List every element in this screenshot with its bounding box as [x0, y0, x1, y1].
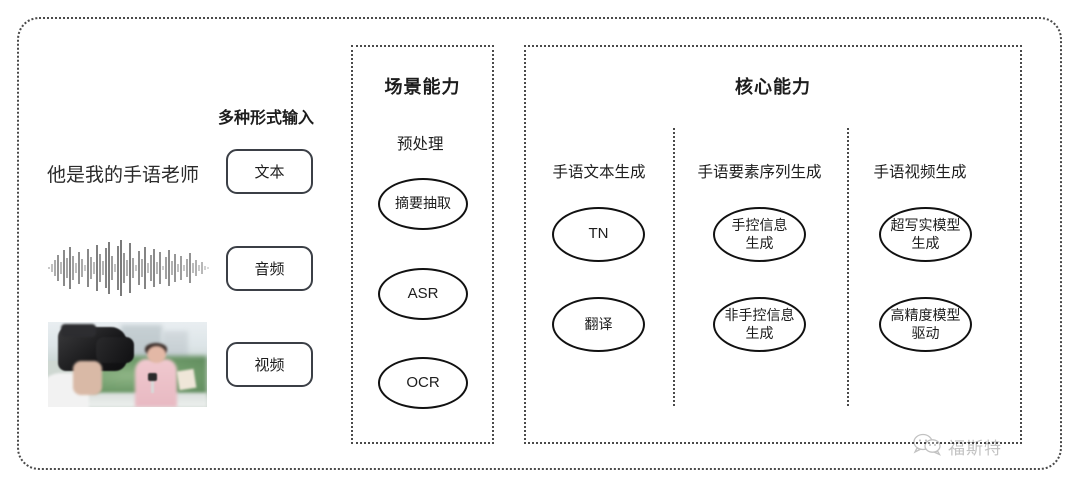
input-chip-audio[interactable]: 音频 [226, 246, 313, 291]
waveform-icon [48, 238, 210, 298]
core-node-high-precision-model-driving[interactable]: 高精度模型 驱动 [879, 297, 972, 352]
video-thumbnail-icon [48, 322, 207, 407]
core-node-non-manual-info-generation[interactable]: 非手控信息 生成 [713, 297, 806, 352]
scene-node-asr[interactable]: ASR [378, 268, 468, 320]
input-panel-title: 多种形式输入 [218, 110, 315, 127]
scene-node-ocr[interactable]: OCR [378, 357, 468, 409]
watermark-text: 福斯特 [948, 439, 1002, 458]
core-node-high-precision-model-driving-label: 高精度模型 驱动 [890, 307, 961, 341]
core-node-translation[interactable]: 翻译 [552, 297, 645, 352]
watermark: 福斯特 [912, 432, 1002, 461]
outer-frame [17, 17, 1062, 470]
core-column-header-element-sequence: 手语要素序列生成 [697, 164, 822, 181]
input-chip-video-label: 视频 [254, 357, 285, 374]
core-column-header-text-generation: 手语文本生成 [552, 164, 646, 181]
core-capability-title: 核心能力 [735, 77, 811, 97]
scene-node-ocr-label: OCR [406, 373, 440, 391]
scene-node-summary-extraction[interactable]: 摘要抽取 [378, 178, 468, 230]
core-capability-section: 核心能力 [524, 45, 1022, 444]
scene-group-label: 预处理 [397, 136, 444, 153]
core-node-tn[interactable]: TN [552, 207, 645, 262]
scene-node-summary-extraction-label: 摘要抽取 [395, 195, 451, 212]
input-chip-video[interactable]: 视频 [226, 342, 313, 387]
input-sample-sentence: 他是我的手语老师 [47, 165, 200, 186]
core-node-photorealistic-model-generation[interactable]: 超写实模型 生成 [879, 207, 972, 262]
core-node-manual-info-generation[interactable]: 手控信息 生成 [713, 207, 806, 262]
input-chip-text[interactable]: 文本 [226, 149, 313, 194]
wechat-bubble-icon [912, 432, 942, 461]
scene-node-asr-label: ASR [407, 284, 439, 302]
scene-capability-title: 场景能力 [384, 77, 461, 97]
scene-capability-section: 场景能力 [351, 45, 494, 444]
core-node-photorealistic-model-generation-label: 超写实模型 生成 [890, 217, 961, 251]
input-chip-audio-label: 音频 [254, 261, 285, 278]
input-chip-text-label: 文本 [254, 164, 285, 181]
core-node-manual-info-generation-label: 手控信息 生成 [731, 217, 788, 251]
core-column-divider-1 [673, 128, 675, 406]
core-node-non-manual-info-generation-label: 非手控信息 生成 [724, 307, 795, 341]
core-node-translation-label: 翻译 [584, 315, 613, 332]
core-column-header-video-generation: 手语视频生成 [873, 164, 967, 181]
core-column-divider-2 [847, 128, 849, 406]
core-node-tn-label: TN [588, 225, 609, 243]
